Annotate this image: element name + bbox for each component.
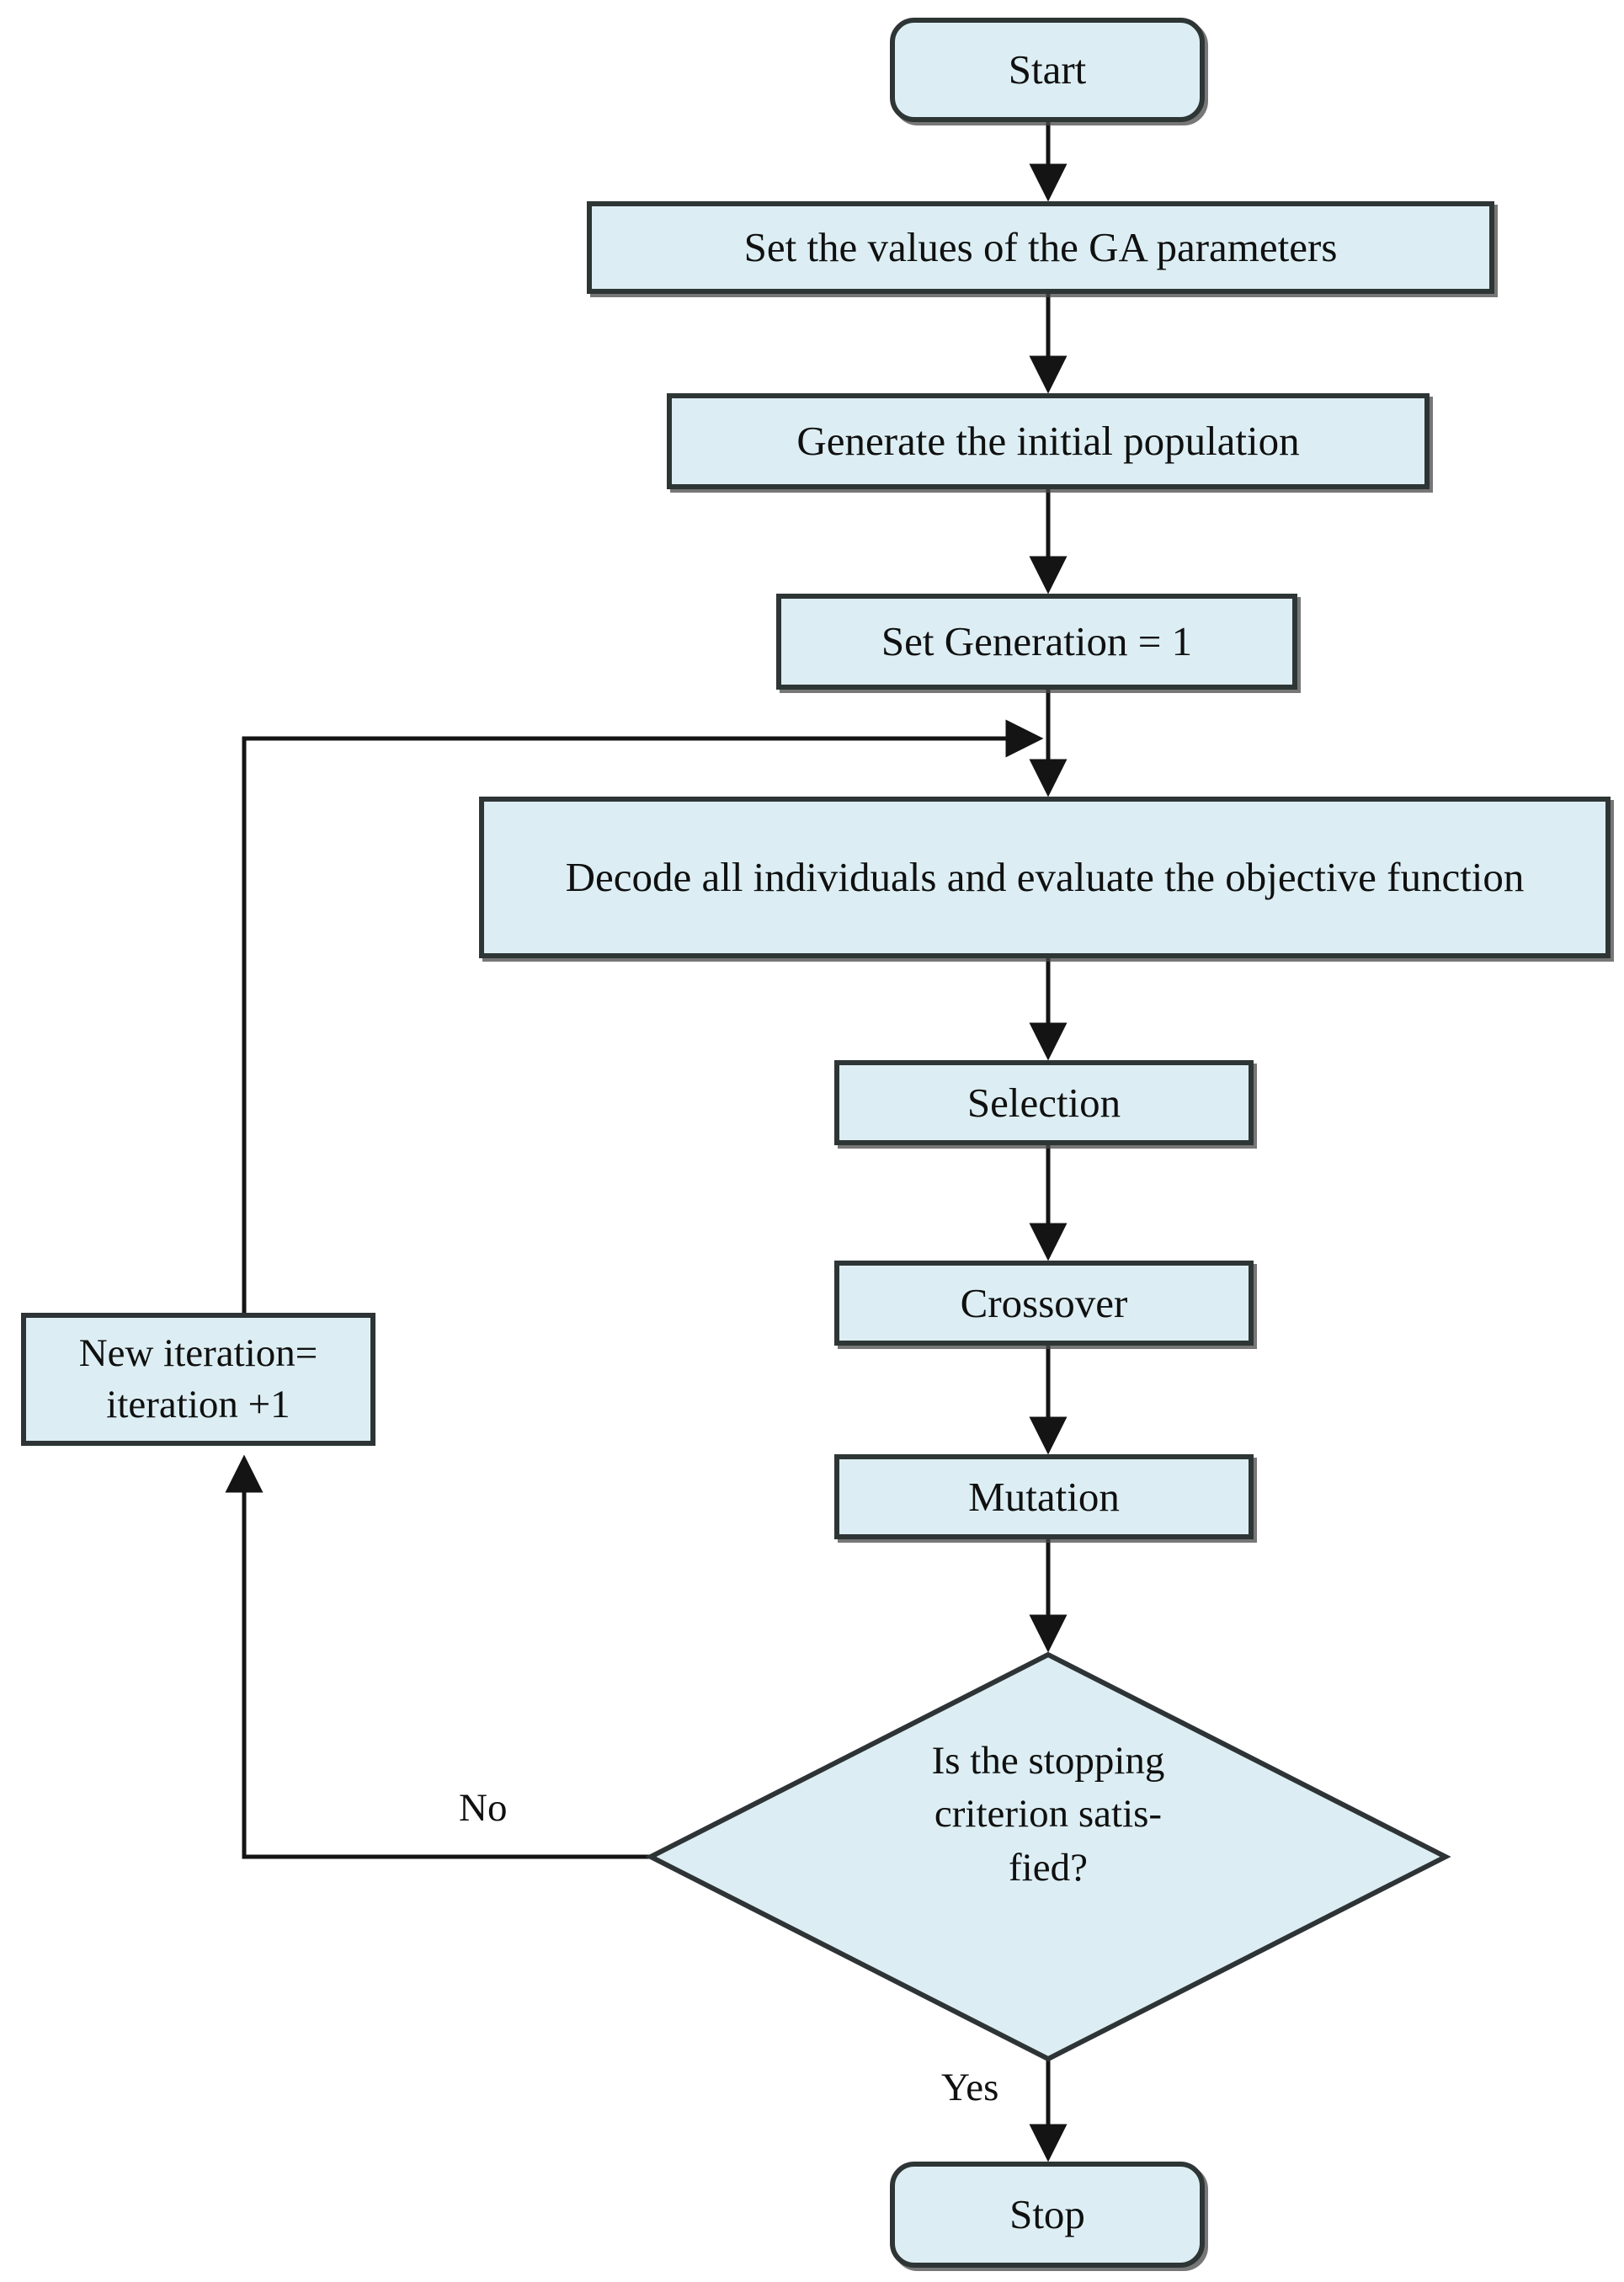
node-stop[interactable] [890, 2162, 1205, 2268]
node-layer [21, 18, 1611, 2268]
edge-label-no: No [459, 1786, 508, 1830]
node-set-parameters[interactable] [587, 201, 1494, 294]
node-start[interactable] [890, 18, 1205, 122]
node-stopping-criterion[interactable] [645, 1651, 1451, 2062]
node-decode-evaluate[interactable] [479, 797, 1611, 958]
node-crossover[interactable] [834, 1261, 1254, 1346]
edge-layer [225, 120, 1068, 2162]
node-new-iteration[interactable] [21, 1313, 375, 1446]
node-generate-population[interactable] [667, 393, 1430, 489]
edge-new-iteration-to-decode [242, 719, 1044, 1315]
node-mutation[interactable] [834, 1454, 1254, 1539]
edge-decision-to-new-iteration [225, 1454, 650, 1859]
node-set-generation[interactable] [776, 594, 1297, 690]
edge-label-yes: Yes [941, 2066, 999, 2109]
node-selection[interactable] [834, 1060, 1254, 1145]
